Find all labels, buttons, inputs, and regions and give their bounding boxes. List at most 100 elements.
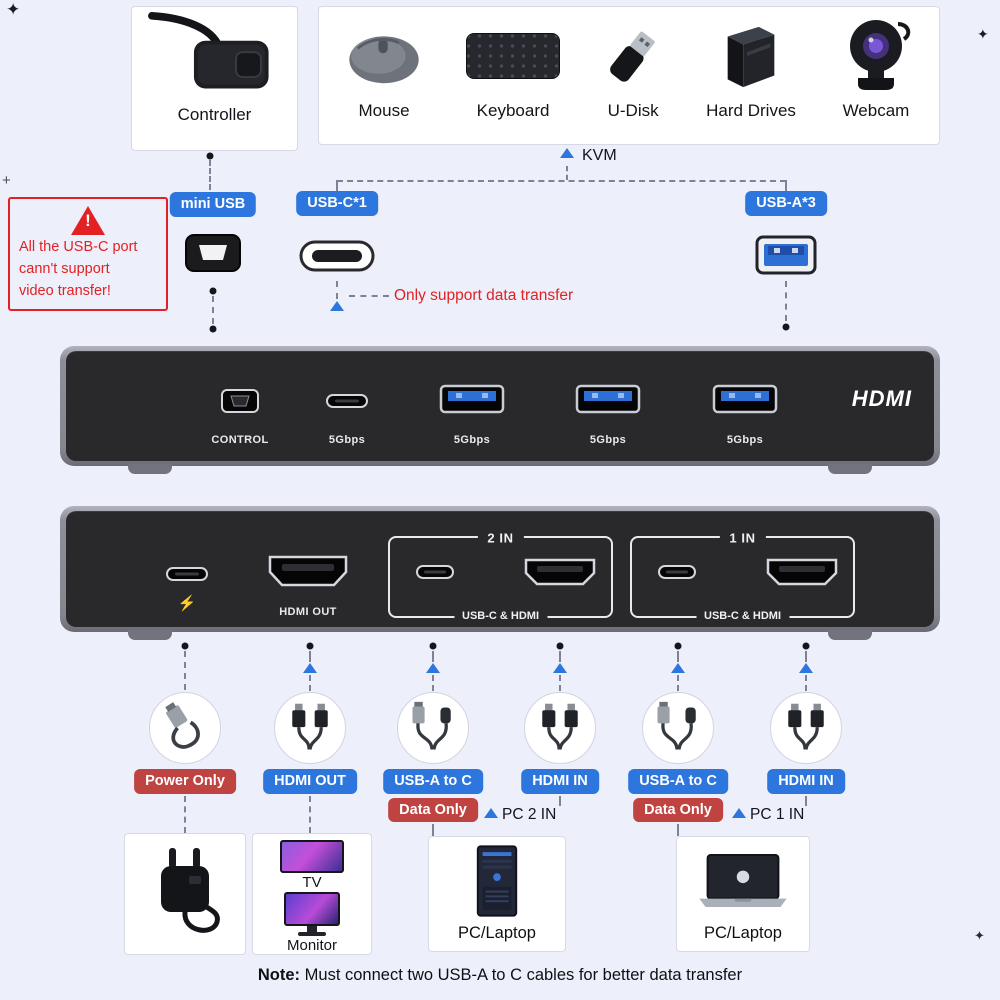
mini-usb-badge: mini USB: [169, 192, 257, 217]
warning-text: video transfer!: [19, 282, 111, 299]
data-only-badge: Data Only: [388, 798, 478, 822]
arrow-up-icon: [671, 663, 685, 673]
data-only-badge: Data Only: [633, 798, 723, 822]
device-foot: [828, 630, 872, 640]
peripheral-item: Keyboard: [466, 11, 561, 140]
power-cable-icon: [149, 692, 221, 764]
group-title: 1 IN: [719, 530, 766, 546]
usb-a-to-c-badge: USB-A to C: [628, 769, 728, 794]
connector-line: [432, 824, 434, 836]
arrow-up-icon: [553, 663, 567, 673]
connector-line: [337, 180, 786, 182]
arrow-up-icon: [303, 663, 317, 673]
hdmi-logo: HDMI: [851, 386, 912, 411]
connector-dot: [782, 323, 790, 331]
connector-line: [559, 796, 561, 806]
device-foot: [128, 630, 172, 640]
connector-line: [805, 651, 807, 662]
data-transfer-note: Only support data transfer: [394, 287, 574, 304]
kvm-switch-back-view: ⚡ HDMI OUT 2 IN USB-C & HDMI: [60, 506, 940, 640]
hard-drive-icon: [709, 11, 793, 101]
peripheral-label: Mouse: [358, 101, 410, 120]
hdmi-port-icon: [764, 557, 840, 592]
hdmi-cable-icon: [274, 692, 346, 764]
hdmi-cable-icon: [524, 692, 596, 764]
desktop-tower-icon: [472, 837, 522, 924]
usb-a-badge: USB-A*3: [745, 191, 827, 216]
connector-dot: [209, 325, 217, 333]
connector-dot: [206, 152, 214, 160]
warning-icon: [71, 206, 105, 235]
port-label: 5Gbps: [589, 434, 627, 446]
arrow-up-icon: [330, 301, 344, 311]
sparkle-icon: ✦: [974, 928, 985, 943]
input-group-1: 1 IN USB-C & HDMI: [630, 530, 855, 622]
connector-line: [184, 651, 186, 690]
monitor-label: Monitor: [286, 937, 338, 954]
usb-a-port-icon: [754, 233, 818, 282]
usb-a-to-c-cable-icon: [642, 692, 714, 764]
arrow-up-icon: [560, 148, 574, 158]
usb-a-to-c-badge: USB-A to C: [383, 769, 483, 794]
udisk-icon: [598, 11, 668, 101]
group-label: USB-C & HDMI: [454, 610, 547, 622]
connector-line: [336, 180, 338, 192]
usb-c-port-icon: [298, 236, 376, 281]
controller-box: Controller: [131, 6, 298, 151]
kvm-switch-top-view: CONTROL 5Gbps 5Gbps 5Gb: [60, 346, 940, 474]
usb-a-port-icon: [712, 384, 778, 419]
tv-label: TV: [302, 874, 322, 891]
plus-sparkle-icon: +: [2, 172, 11, 189]
device-foot: [128, 464, 172, 474]
mini-usb-port-icon: [184, 232, 242, 279]
connector-dot: [802, 642, 810, 650]
hdmi-out-port-icon: [266, 554, 350, 593]
power-usb-c-port-icon: [165, 566, 209, 587]
connector-line: [309, 651, 311, 662]
peripheral-label: U-Disk: [607, 101, 659, 120]
warning-box: All the USB-C port cann't support video …: [8, 197, 168, 311]
connector-line: [805, 796, 807, 806]
connector-dot: [674, 642, 682, 650]
connector-line: [432, 675, 434, 691]
connector-line: [336, 281, 338, 299]
group-title: 2 IN: [477, 530, 524, 546]
laptop-box: PC/Laptop: [676, 836, 810, 952]
connector-line: [805, 675, 807, 691]
pc1-in-label: PC 1 IN: [750, 806, 805, 823]
connector-dot: [306, 642, 314, 650]
bottom-note: Note: Must connect two USB-A to C cables…: [0, 966, 1000, 985]
power-adapter-icon: [161, 848, 220, 933]
hdmi-in-badge: HDMI IN: [521, 769, 599, 794]
usb-c-port-icon: [415, 564, 455, 585]
sparkle-icon: ✦: [977, 26, 989, 42]
peripheral-item: Mouse: [340, 11, 428, 140]
arrow-up-icon: [799, 663, 813, 673]
connector-line: [677, 824, 679, 836]
connector-dot: [181, 642, 189, 650]
peripheral-label: Hard Drives: [706, 101, 796, 120]
hdmi-cable-icon: [770, 692, 842, 764]
port-label: HDMI OUT: [279, 606, 337, 618]
arrow-up-icon: [484, 808, 498, 818]
connector-line: [677, 651, 679, 662]
usb-a-port-icon: [575, 384, 641, 419]
port-label: 5Gbps: [726, 434, 764, 446]
connector-line: [677, 675, 679, 691]
peripheral-item: Webcam: [834, 11, 918, 140]
kvm-label: KVM: [582, 147, 617, 164]
usb-a-port-icon: [439, 384, 505, 419]
hdmi-out-badge: HDMI OUT: [263, 769, 357, 794]
connector-line: [309, 796, 311, 833]
port-label: CONTROL: [211, 434, 269, 446]
note-prefix: Note:: [257, 966, 301, 984]
connector-line: [785, 281, 787, 321]
usb-c-port-icon: [657, 564, 697, 585]
warning-text: All the USB-C port: [19, 239, 138, 255]
warning-text: cann't support: [19, 260, 110, 277]
peripheral-item: Hard Drives: [706, 11, 796, 140]
controller-icon: [145, 7, 285, 105]
connector-line: [432, 651, 434, 662]
connector-line: [209, 160, 211, 190]
